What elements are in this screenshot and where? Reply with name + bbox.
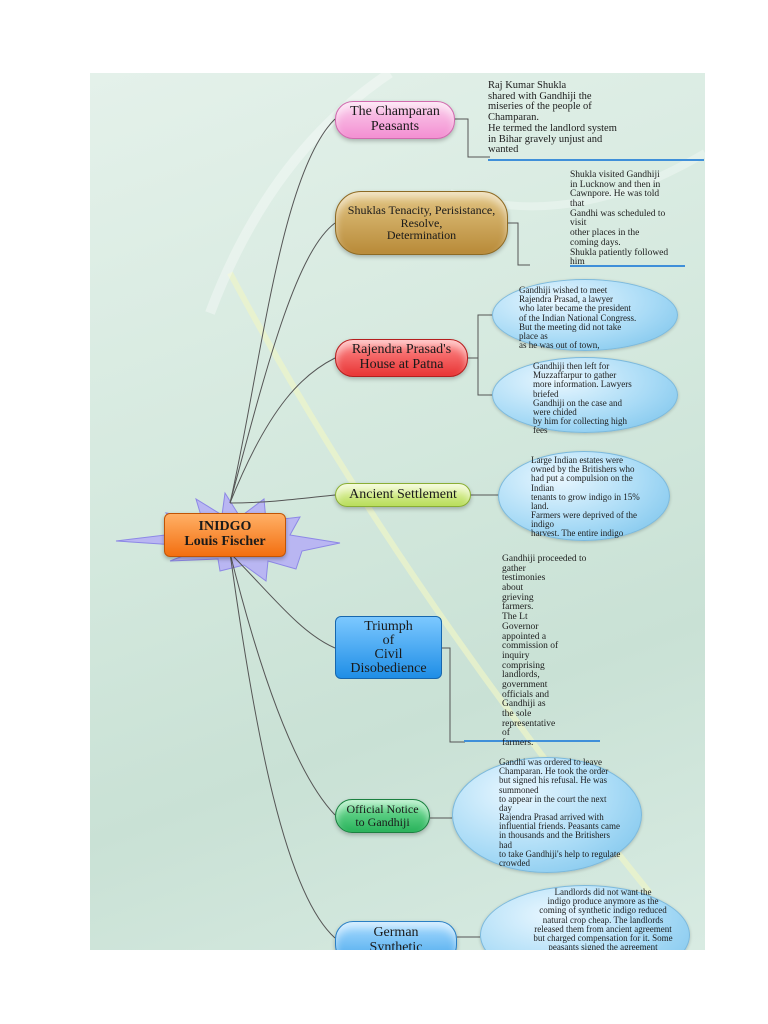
bubble-official-notice-text: Gandhi was ordered to leave Champaran. H…	[499, 757, 621, 868]
mind-map-canvas: INIDGO Louis Fischer The Champaran Peasa…	[90, 73, 705, 950]
note-civil-disobedience: Gandhiji proceeded to gather testimonies…	[464, 554, 600, 748]
branch-shuklas-tenacity: Shuklas Tenacity, Perisistance, Resolve,…	[335, 191, 508, 255]
note-shuklas-tenacity: Shukla visited Gandhiji in Lucknow and t…	[570, 170, 685, 267]
bubble-german-synthetic-text: Landlords did not want the indigo produc…	[533, 887, 673, 950]
bubble-ancient-settlement: Large Indian estates were owned by the B…	[498, 451, 670, 541]
bubble-rajendra-meeting-text: Gandhiji wished to meet Rajendra Prasad,…	[519, 285, 637, 351]
central-title: INIDGO	[198, 519, 252, 535]
bubble-rajendra-meeting: Gandhiji wished to meet Rajendra Prasad,…	[492, 279, 678, 351]
branch-ancient-settlement: Ancient Settlement	[335, 483, 471, 507]
bubble-muzzaffarpur-text: Gandhiji then left for Muzzaffarpur to g…	[533, 361, 632, 436]
central-topic: INIDGO Louis Fischer	[164, 513, 286, 557]
bubble-ancient-settlement-text: Large Indian estates were owned by the B…	[531, 455, 640, 539]
note-champaran-peasants: Raj Kumar Shukla shared with Gandhiji th…	[488, 80, 704, 161]
branch-rajendra-prasad: Rajendra Prasad's House at Patna	[335, 339, 468, 377]
branch-champaran-peasants: The Champaran Peasants	[335, 101, 455, 139]
branch-civil-disobedience: Triumph of Civil Disobedience	[335, 616, 442, 679]
bubble-muzzaffarpur: Gandhiji then left for Muzzaffarpur to g…	[492, 357, 678, 436]
branch-official-notice: Official Notice to Gandhiji	[335, 799, 430, 833]
central-author: Louis Fischer	[184, 534, 266, 549]
branch-german-synthetic: German Synthetic	[335, 921, 457, 950]
bubble-official-notice: Gandhi was ordered to leave Champaran. H…	[452, 757, 642, 873]
